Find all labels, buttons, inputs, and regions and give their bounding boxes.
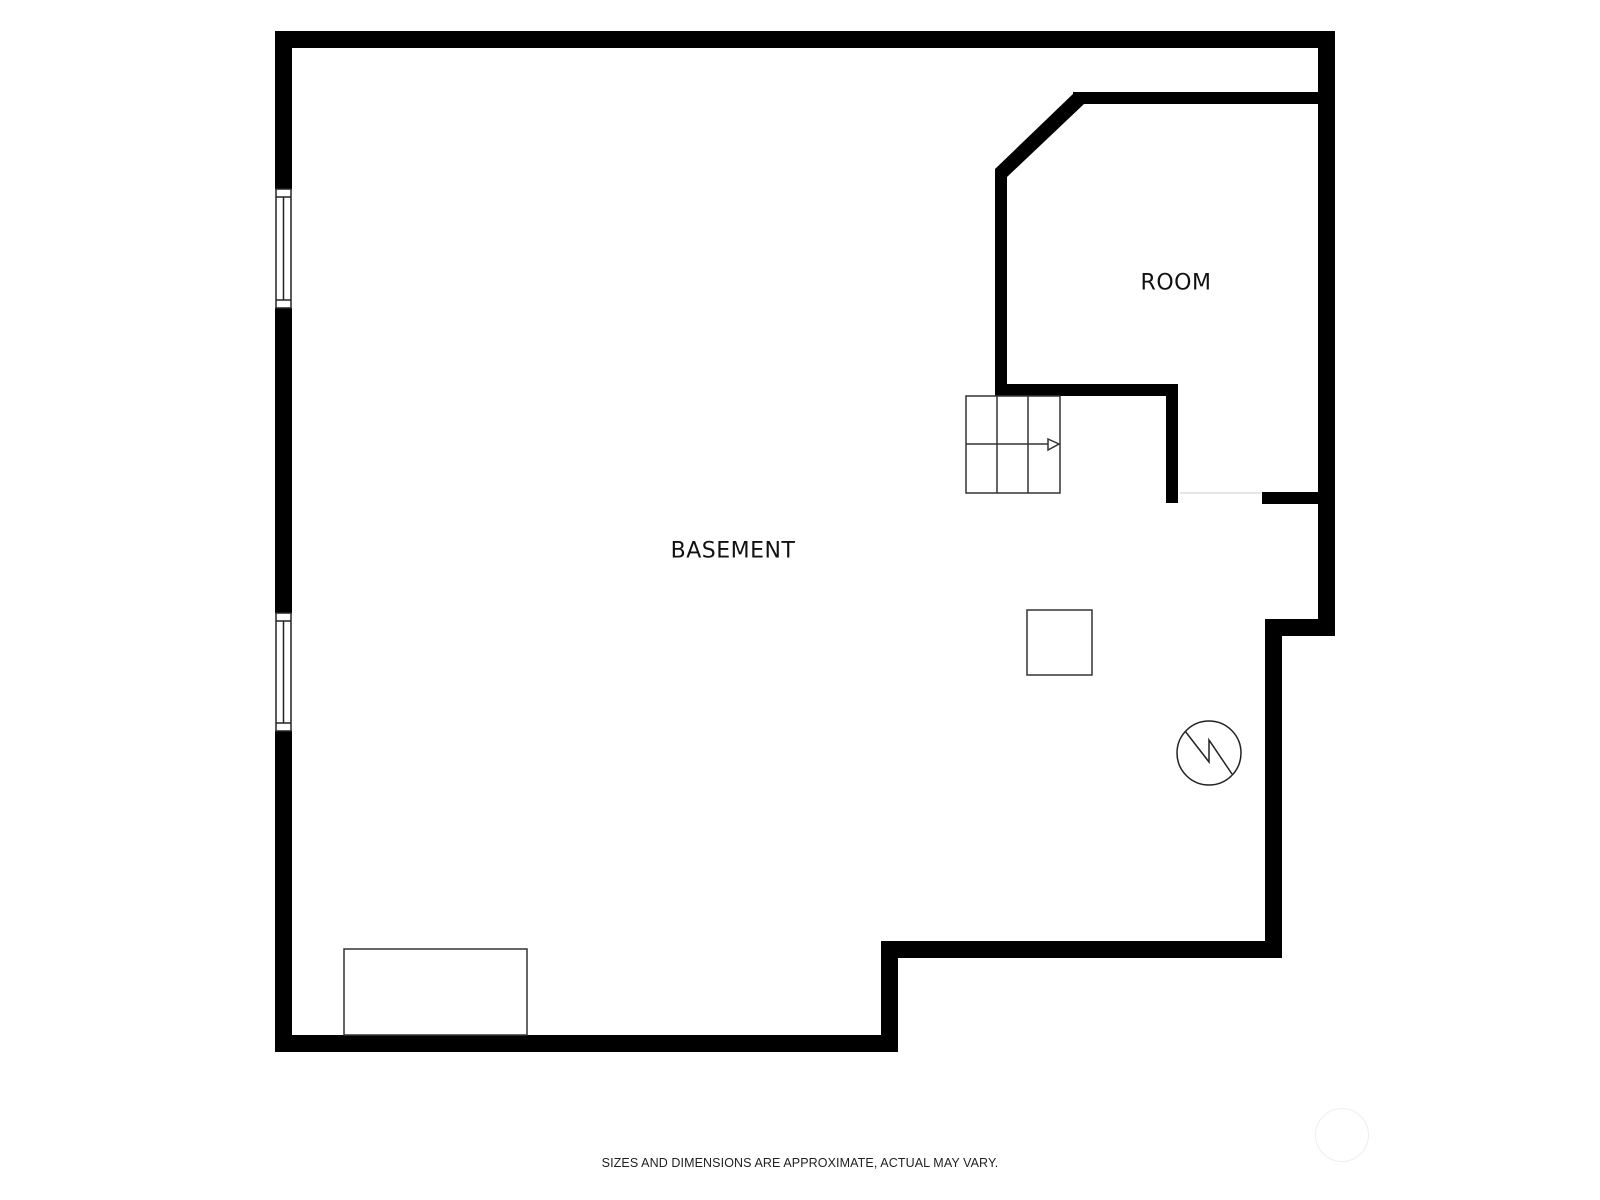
disclaimer-text: SIZES AND DIMENSIONS ARE APPROXIMATE, AC… [601, 1156, 999, 1170]
window-upper [275, 188, 292, 309]
interior-walls [995, 92, 1335, 504]
stairs [965, 395, 1061, 494]
window-lower [275, 612, 292, 732]
stairs-arrow-icon [1047, 437, 1061, 452]
bench-cabinet [343, 948, 528, 1036]
room-label-room: ROOM [1140, 270, 1212, 296]
compass-icon [1315, 1108, 1369, 1162]
room-label-basement: BASEMENT [670, 538, 796, 564]
utility-box [1026, 609, 1093, 676]
water-heater-icon [1176, 720, 1242, 786]
exterior-walls [275, 31, 1335, 1052]
